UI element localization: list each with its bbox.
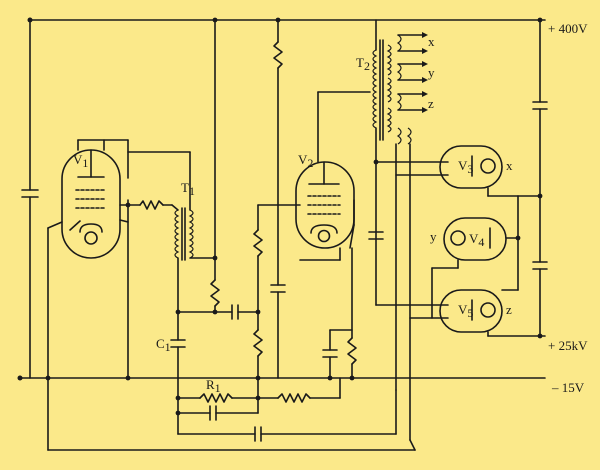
label-v5: V5 — [458, 302, 473, 320]
capacitor-feedback-r1 — [209, 405, 217, 421]
label-output-y: y — [430, 229, 437, 244]
resistor-v2-anode — [273, 41, 283, 69]
capacitor-coupling — [231, 304, 239, 320]
capacitor-v2-cathode — [322, 349, 338, 358]
t2-heater-windings — [396, 127, 412, 145]
label-output-x-top: x — [428, 34, 435, 49]
resistor-v2-grid-lower — [253, 329, 263, 357]
rail-400v — [27, 17, 546, 23]
label-v2: V2 — [298, 152, 313, 170]
rail-minus-15v — [17, 375, 546, 381]
label-v1: V1 — [73, 152, 88, 170]
valve-v2 — [295, 161, 355, 249]
label-r1: R1 — [206, 377, 221, 395]
label-output-x: x — [506, 158, 513, 173]
resistor-v2-cathode — [347, 337, 357, 365]
label-plus-25kv: + 25kV — [548, 338, 588, 353]
transformer-t1 — [174, 207, 194, 261]
valve-v1 — [61, 149, 121, 259]
capacitor-t2-line — [368, 231, 384, 240]
capacitor-v2-screen — [270, 284, 286, 293]
label-minus-15v: – 15V — [551, 380, 585, 395]
label-output-y-top: y — [428, 65, 435, 80]
junctions — [45, 17, 543, 416]
label-output-z-top: z — [428, 96, 434, 111]
resistor-r1 — [199, 393, 233, 403]
capacitor-hv-lower — [532, 261, 548, 270]
label-v3: V3 — [458, 158, 473, 176]
label-c1: C1 — [156, 336, 171, 354]
label-t2: T2 — [356, 55, 370, 73]
resistor-t1-supply — [210, 279, 220, 307]
valve-v4 — [443, 217, 507, 261]
t2-secondary-z — [396, 91, 428, 113]
resistor-v2-grid-upper — [253, 229, 263, 257]
valve-v5 — [439, 289, 503, 333]
transformer-t2 — [372, 39, 392, 141]
label-output-z: z — [506, 302, 512, 317]
t2-secondary-y — [396, 61, 428, 83]
valve-v3 — [439, 145, 503, 189]
capacitor-feedback-long — [254, 426, 262, 442]
capacitor-left-decoupling — [21, 19, 39, 379]
resistor-v1-grid — [139, 200, 164, 210]
label-v4: V4 — [469, 231, 484, 249]
label-plus-400v: + 400V — [548, 21, 588, 36]
resistor-feedback — [277, 393, 311, 403]
capacitor-c1 — [170, 339, 186, 348]
t2-secondary-x — [396, 32, 428, 54]
capacitor-hv-upper — [532, 101, 548, 110]
label-t1: T1 — [181, 180, 195, 198]
